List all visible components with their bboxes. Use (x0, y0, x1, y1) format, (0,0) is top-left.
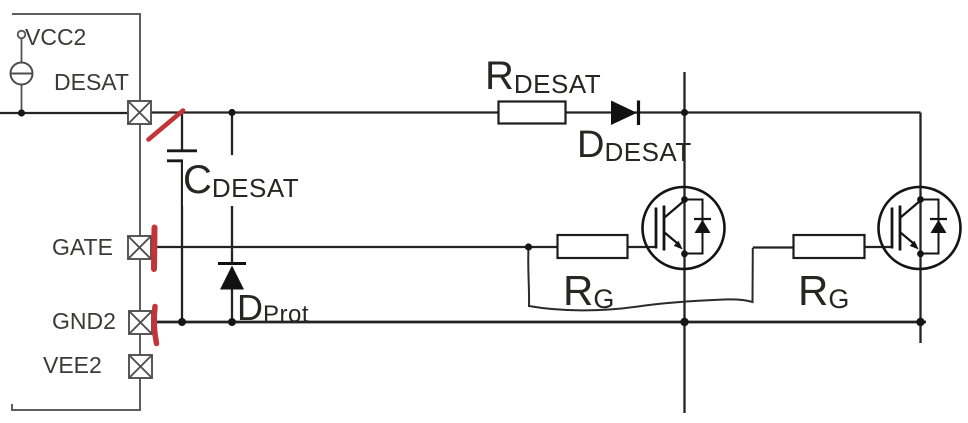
junction-dots (17, 108, 925, 327)
label-c-desat-sub: DESAT (211, 173, 300, 203)
red-slash-desat-annotation (146, 108, 186, 142)
label-d-desat-main: D (577, 124, 605, 166)
resistor-rg-left-icon (556, 233, 629, 260)
pin-label-gate: GATE (52, 234, 113, 260)
gate-branch-wire (527, 246, 754, 312)
pin-label-vee2: VEE2 (43, 352, 102, 378)
label-rg-right-sub: G (828, 284, 850, 314)
ic-outline (11, 13, 141, 411)
vcc2-terminal-icon (16, 29, 27, 40)
red-bar-gnd2-annotation (151, 303, 160, 347)
pin-box-desat-icon (127, 100, 152, 125)
pin-box-gnd2-icon (128, 310, 153, 335)
pin-label-gnd2: GND2 (52, 308, 116, 334)
label-r-desat-sub: DESAT (513, 69, 602, 99)
resistor-rdesat-icon (497, 100, 567, 125)
label-rg-left-sub: G (593, 284, 615, 314)
diode-ddesat-icon (611, 100, 641, 125)
pin-box-gate-icon (127, 235, 152, 260)
label-d-prot-sub: Prot (263, 301, 310, 328)
label-rg-left-main: R (563, 267, 594, 314)
pin-box-vee2-icon (128, 354, 153, 379)
resistor-rg-right-icon (792, 233, 866, 260)
label-d-prot-main: D (237, 287, 263, 328)
label-rg-right-main: R (798, 267, 829, 314)
red-bar-gate-annotation (151, 224, 158, 272)
vcc2-branch (9, 29, 34, 113)
pin-label-vcc2: VCC2 (25, 24, 87, 50)
label-c-desat-main: C (183, 158, 212, 202)
label-r-desat-main: R (485, 54, 514, 98)
pin-label-desat: DESAT (54, 69, 129, 95)
label-d-desat-sub: DESAT (604, 137, 692, 167)
capacitor-cdesat-icon (167, 112, 197, 322)
